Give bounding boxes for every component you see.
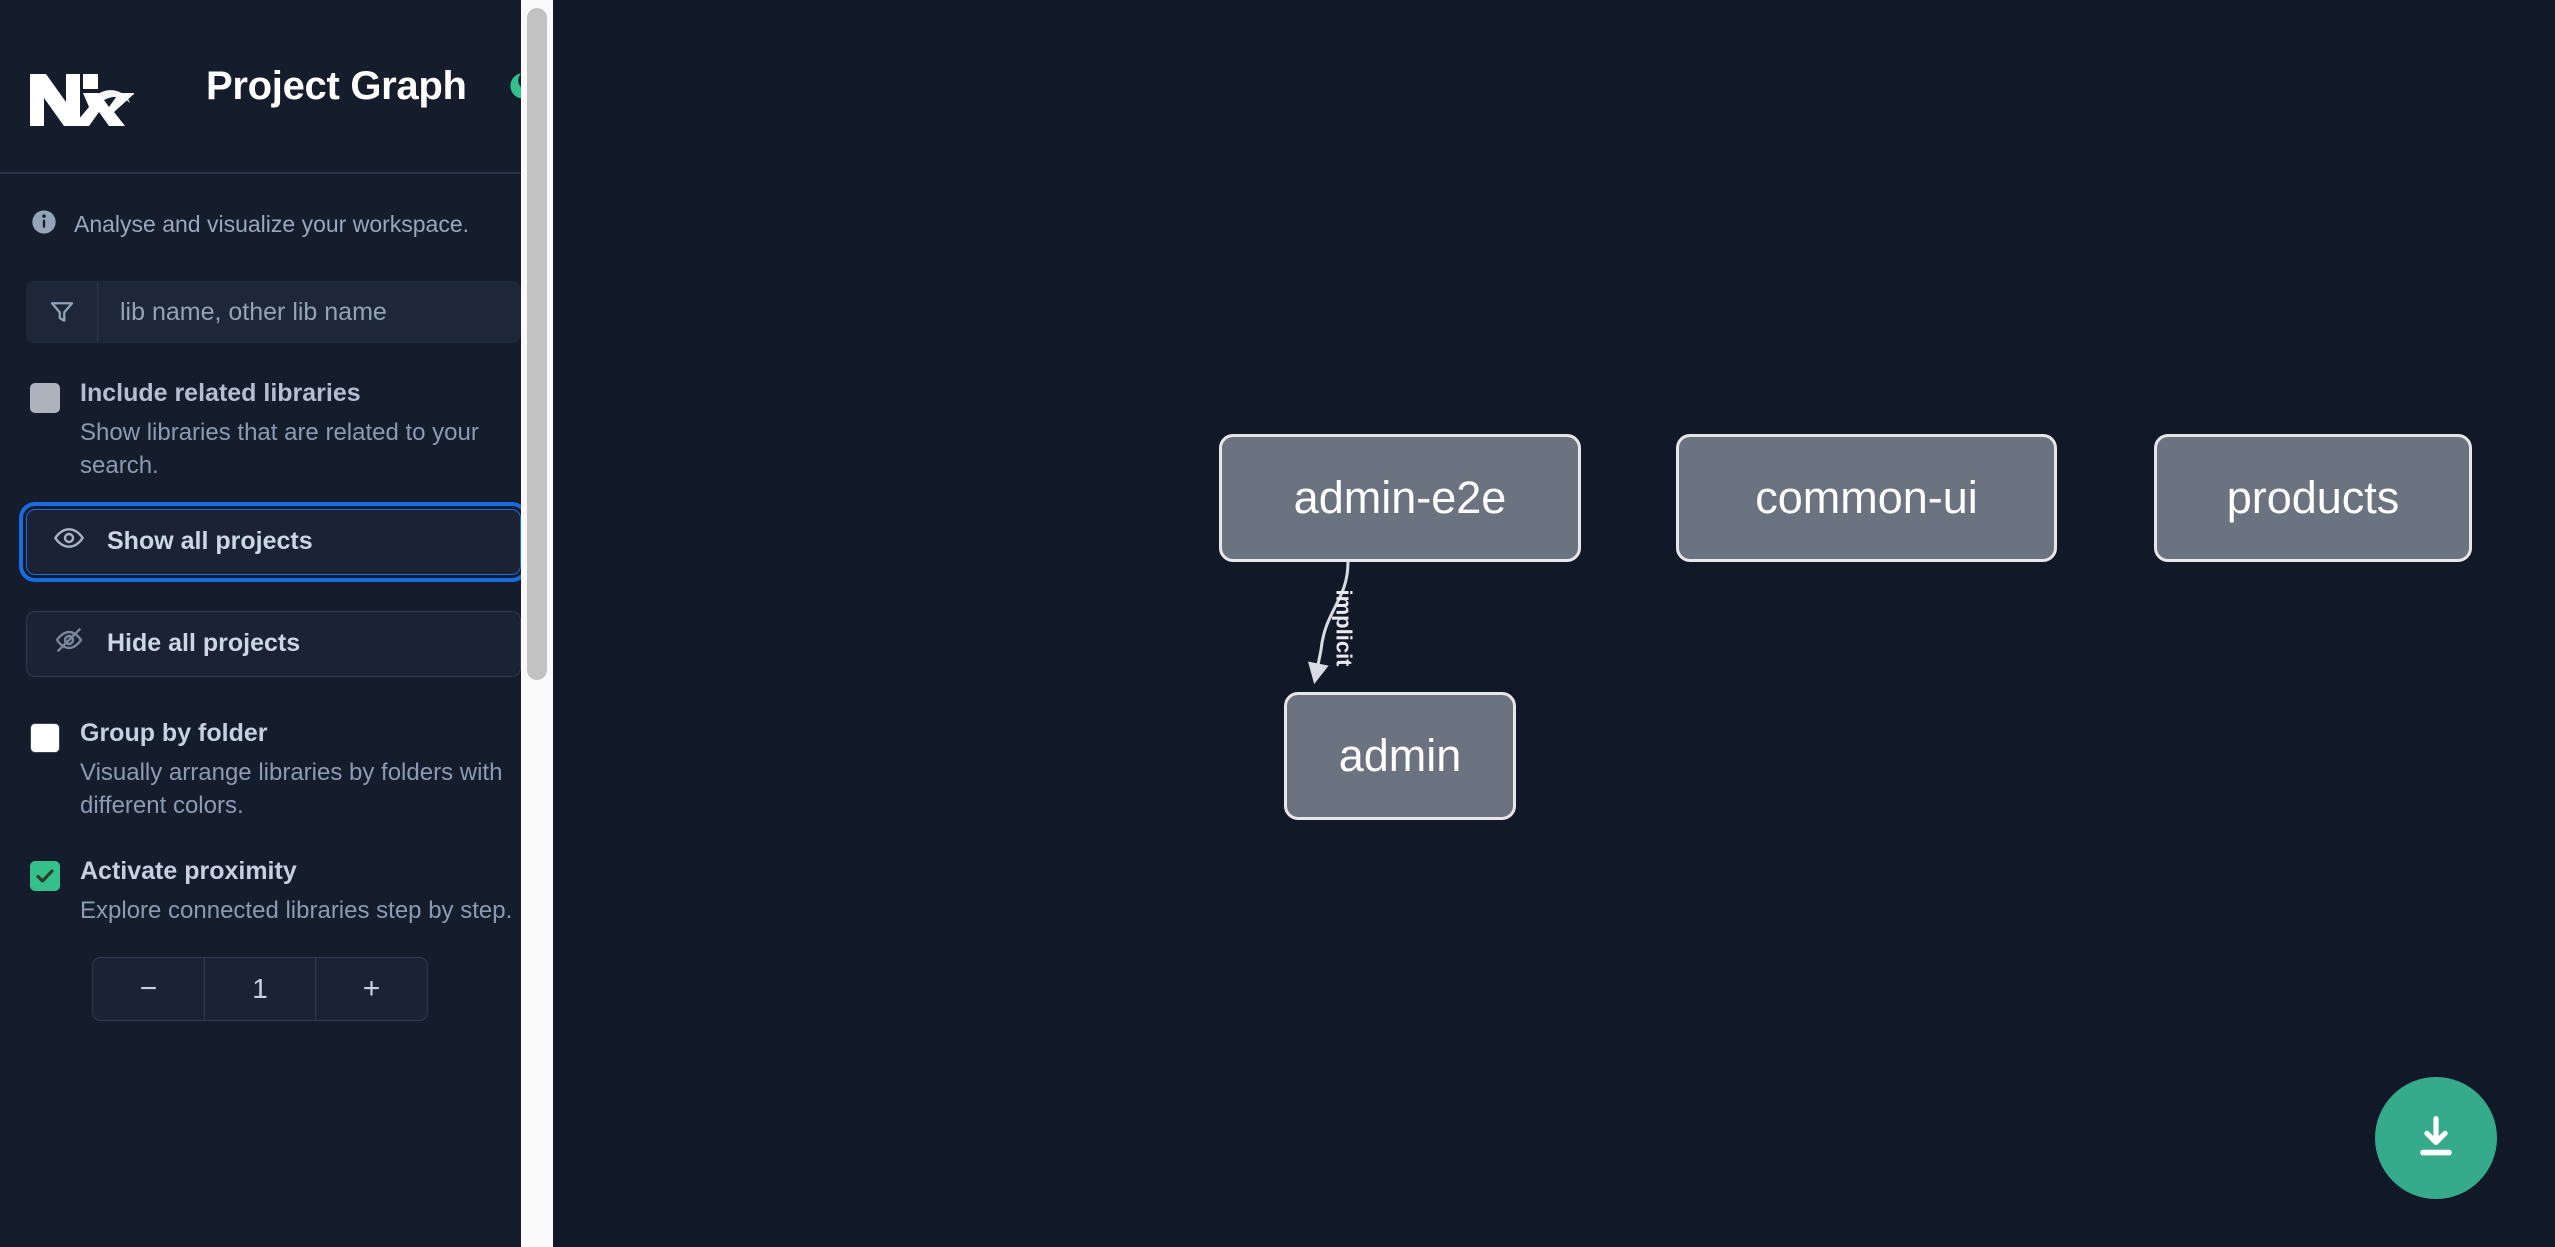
edge-admin-e2e-admin: [1307, 561, 1350, 685]
group-by-folder-checkbox[interactable]: [30, 722, 60, 753]
edge-label-admin-e2e-admin: implicit: [1331, 589, 1357, 667]
show-all-projects-button[interactable]: Show all projects: [19, 501, 528, 582]
option-activate-proximity[interactable]: Activate proximity Explore connected lib…: [26, 855, 521, 927]
graph-node-admin-e2e[interactable]: admin-e2e: [1219, 434, 1581, 562]
activate-proximity-checkbox[interactable]: [30, 860, 60, 891]
node-label: admin: [1338, 730, 1462, 781]
graph-node-common-ui[interactable]: common-ui: [1676, 434, 2057, 562]
proximity-decrement-button[interactable]: −: [93, 958, 205, 1021]
node-label: products: [2226, 472, 2400, 523]
include-related-libraries-checkbox[interactable]: [30, 383, 60, 413]
page-title: Project Graph: [206, 63, 467, 108]
download-graph-button[interactable]: [2375, 1077, 2497, 1199]
show-all-projects-label: Show all projects: [107, 527, 313, 556]
filter-search-box[interactable]: [26, 281, 521, 343]
node-label: common-ui: [1755, 472, 1978, 523]
option-description: Explore connected libraries step by step…: [80, 896, 513, 924]
node-label: admin-e2e: [1293, 472, 1507, 523]
eye-icon: [53, 522, 85, 561]
sidebar-header: Project Graph: [0, 0, 553, 174]
proximity-increment-button[interactable]: +: [315, 958, 427, 1021]
option-group-by-folder[interactable]: Group by folder Visually arrange librari…: [26, 717, 521, 823]
sidebar-scrollbar-thumb[interactable]: [527, 8, 547, 680]
graph-node-admin[interactable]: admin: [1284, 692, 1516, 820]
graph-canvas[interactable]: admin-e2e common-ui products store-e2e a…: [553, 0, 2555, 1247]
search-input[interactable]: [98, 281, 521, 343]
hide-all-projects-label: Hide all projects: [107, 629, 301, 658]
option-label: Activate proximity: [80, 856, 297, 885]
download-icon: [2410, 1111, 2462, 1166]
workspace-note-text: Analyse and visualize your workspace.: [74, 210, 470, 237]
sidebar: Project Graph Analyse and visualize your…: [0, 0, 553, 1247]
proximity-stepper: − 1 +: [92, 957, 428, 1022]
nx-logo-icon: [26, 60, 135, 126]
eye-off-icon: [53, 624, 85, 663]
workspace-note: Analyse and visualize your workspace.: [0, 174, 553, 271]
option-description: Visually arrange libraries by folders wi…: [80, 758, 503, 820]
option-label: Include related libraries: [80, 379, 361, 407]
option-include-related-libraries[interactable]: Include related libraries Show libraries…: [26, 377, 521, 483]
proximity-value: 1: [252, 973, 268, 1005]
funnel-filter-icon: [26, 281, 98, 343]
hide-all-projects-button[interactable]: Hide all projects: [26, 610, 521, 677]
sidebar-scrollbar[interactable]: [521, 0, 553, 1247]
info-circle-icon: [30, 208, 58, 241]
option-description: Show libraries that are related to your …: [80, 418, 479, 480]
sidebar-body: Include related libraries Show libraries…: [0, 271, 553, 1022]
option-label: Group by folder: [80, 718, 268, 747]
graph-node-products[interactable]: products: [2154, 434, 2472, 562]
graph-edges: [1307, 561, 1350, 685]
